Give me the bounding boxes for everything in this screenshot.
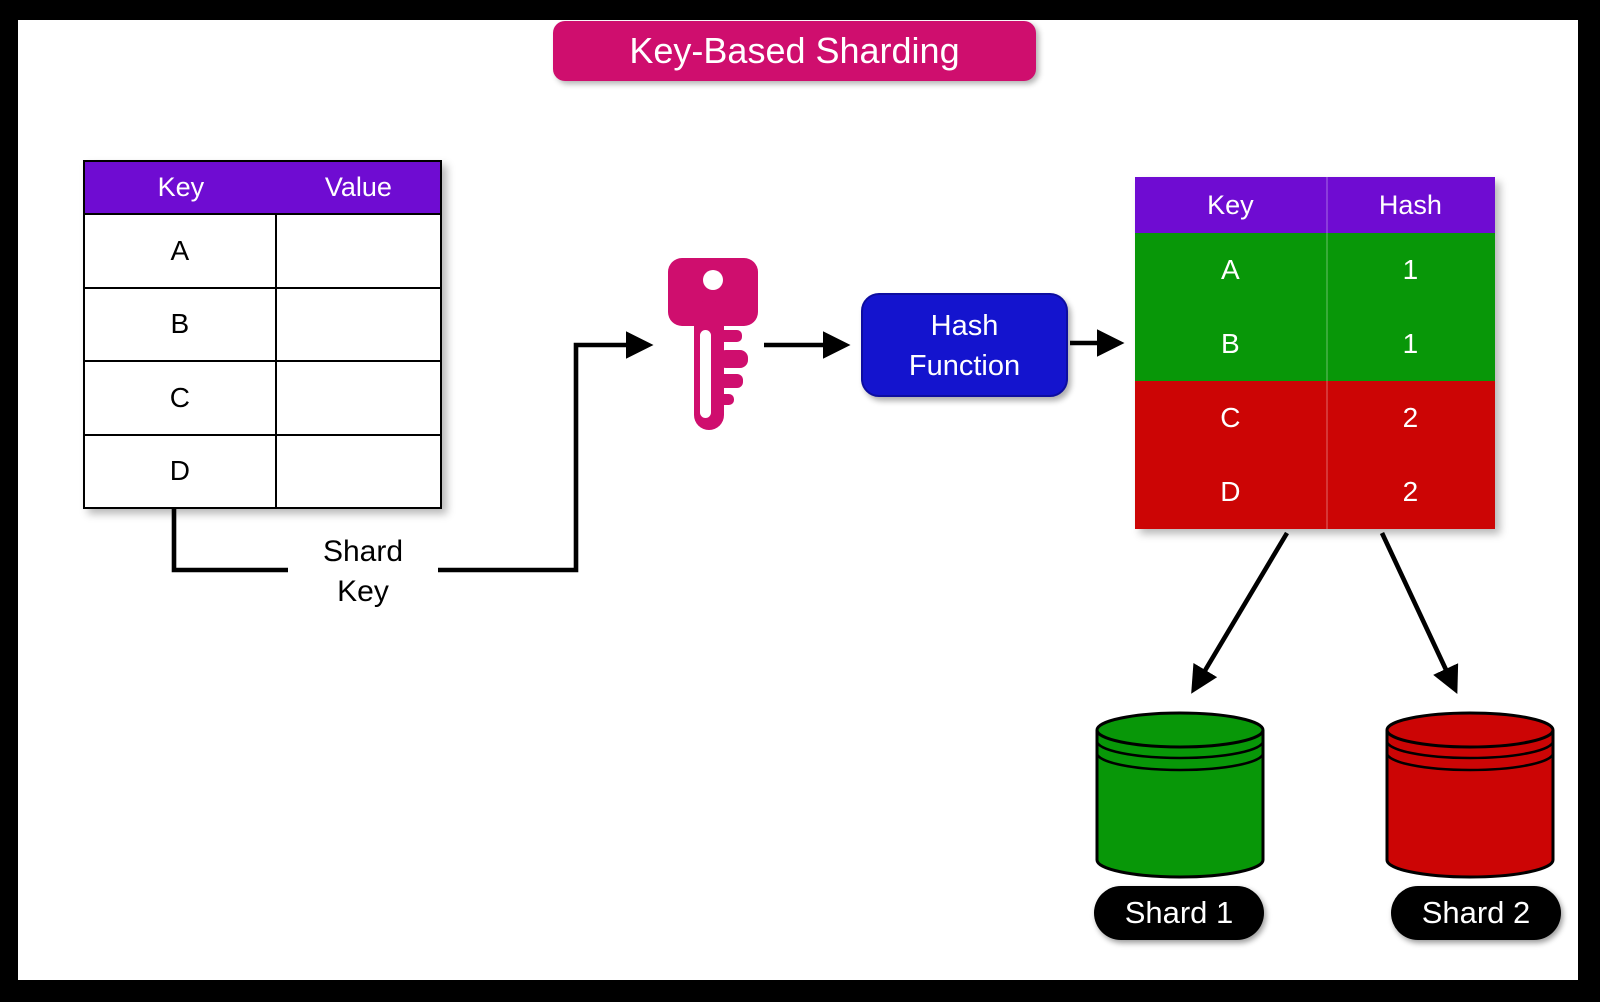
key-cell: B — [1221, 328, 1240, 359]
hash-function-line2: Function — [908, 350, 1021, 382]
key-cell: A — [85, 215, 277, 287]
hash-cell: 2 — [1402, 476, 1419, 507]
key-cell: B — [85, 288, 277, 360]
value-cell — [277, 436, 440, 508]
table-row: D 2 — [1135, 455, 1495, 529]
shard1-label: Shard 1 — [1094, 886, 1264, 940]
shard-key-connector-arrow — [171, 331, 654, 573]
shard-key-label: Shard Key — [288, 532, 438, 612]
table-row: A — [85, 213, 440, 287]
column-header-key: Key — [157, 172, 205, 202]
key-cell: A — [1221, 254, 1240, 285]
column-header-hash: Hash — [1378, 189, 1442, 220]
shard2-label: Shard 2 — [1391, 886, 1561, 940]
table-row: C 2 — [1135, 381, 1495, 455]
shard-key-label-line1: Shard — [322, 535, 404, 568]
value-cell — [277, 289, 440, 361]
key-value-table-header: Key Value — [85, 162, 440, 213]
table-to-shard1-arrow — [1191, 531, 1289, 694]
column-header-key: Key — [1207, 189, 1254, 220]
key-cell: D — [1220, 476, 1241, 507]
table-row: B — [85, 286, 440, 361]
value-cell — [277, 362, 440, 434]
key-cell: C — [1220, 402, 1241, 433]
hash-function-line1: Hash — [930, 310, 999, 342]
shard2-database-icon — [1385, 711, 1555, 879]
hash-cell: 1 — [1402, 254, 1419, 285]
key-hash-table-header: Key Hash — [1135, 177, 1495, 233]
key-icon — [668, 258, 758, 430]
table-row: D — [85, 433, 440, 508]
shard-key-label-line2: Key — [337, 575, 389, 608]
table-row: C — [85, 360, 440, 434]
key-cell: D — [85, 435, 277, 507]
hash-cell: 2 — [1402, 402, 1419, 433]
value-cell — [277, 215, 440, 287]
column-header-value: Value — [324, 172, 392, 202]
table-to-shard2-arrow — [1379, 532, 1459, 694]
key-cell: C — [85, 362, 277, 434]
hash-cell: 1 — [1402, 328, 1419, 359]
key-hash-table: Key Hash A 1 B 1 C 2 D 2 — [1135, 177, 1495, 529]
shard1-database-icon — [1095, 711, 1265, 879]
table-row: A 1 — [1135, 233, 1495, 307]
key-value-table: Key Value A B C D — [83, 160, 442, 509]
table-row: B 1 — [1135, 307, 1495, 381]
hash-function-box: Hash Function — [861, 293, 1068, 397]
page-title: Key-Based Sharding — [553, 21, 1036, 81]
